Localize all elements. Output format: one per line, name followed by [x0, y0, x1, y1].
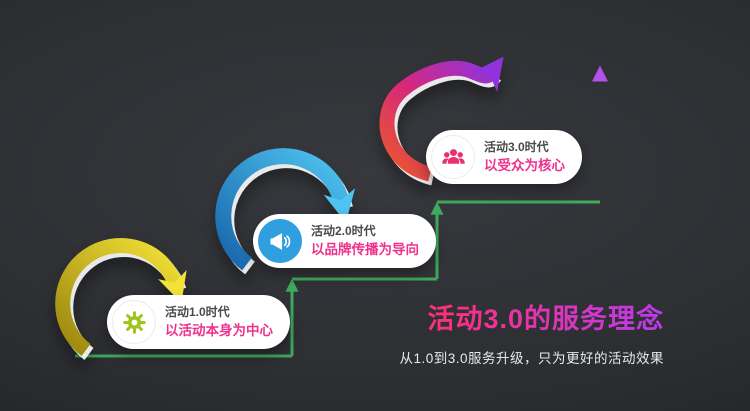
- era-card-2: 活动2.0时代 以品牌传播为导向: [253, 214, 436, 268]
- purple-swoosh-arrow: [379, 56, 504, 186]
- headline-block: 活动3.0的服务理念 从1.0到3.0服务升级，只为更好的活动效果: [399, 297, 664, 367]
- audience-icon: [431, 135, 475, 179]
- headline-title: 活动3.0的服务理念: [427, 297, 664, 336]
- stair-step-line: [75, 65, 608, 358]
- yellow-swoosh-arrow: [55, 238, 187, 360]
- era-label: 活动3.0时代: [484, 139, 549, 154]
- era-description: 以品牌传播为导向: [311, 241, 419, 257]
- megaphone-icon: [258, 219, 302, 263]
- era-label: 活动1.0时代: [165, 304, 230, 319]
- headline-subtitle: 从1.0到3.0服务升级，只为更好的活动效果: [399, 351, 664, 366]
- era-label: 活动2.0时代: [311, 223, 376, 238]
- era-card-1: 活动1.0时代 以活动本身为中心: [107, 295, 290, 349]
- era-description: 以活动本身为中心: [165, 322, 273, 338]
- era-card-3: 活动3.0时代 以受众为核心: [426, 130, 582, 184]
- blue-swoosh-arrow: [215, 148, 356, 275]
- era-description: 以受众为核心: [484, 157, 565, 173]
- gear-icon: [112, 300, 156, 344]
